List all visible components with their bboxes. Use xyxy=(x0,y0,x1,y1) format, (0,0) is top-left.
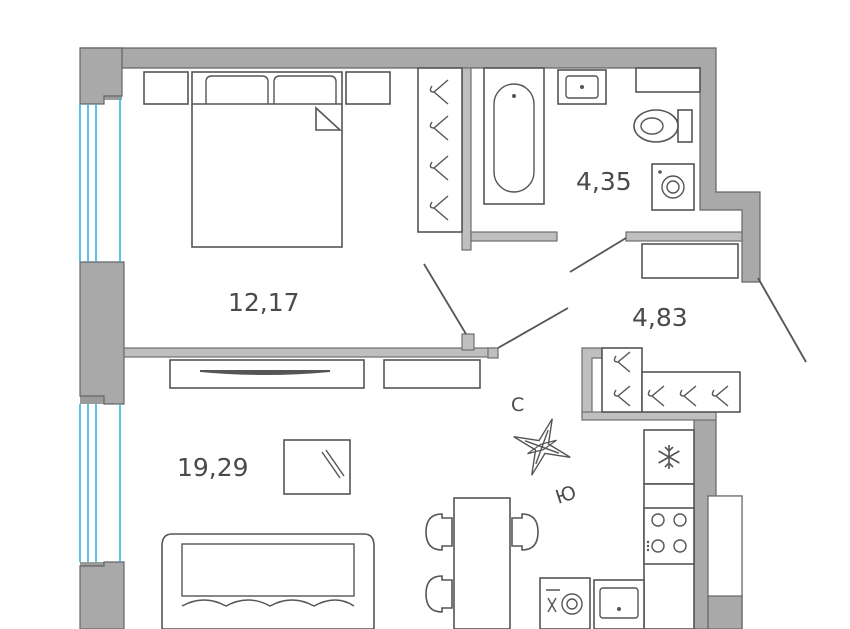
sofa-back xyxy=(181,543,355,597)
stove-burner-4 xyxy=(673,539,687,553)
hanger-4 xyxy=(429,195,449,221)
bed-blanket-fold xyxy=(315,106,343,131)
wardrobe-hall xyxy=(601,347,741,413)
wall-hall-wardrobe-bottom xyxy=(581,411,717,421)
hanger-hall-3 xyxy=(647,385,665,407)
bed-pillow-right xyxy=(273,75,337,104)
stove-burner-1 xyxy=(651,513,665,527)
bathtub xyxy=(483,67,545,205)
wall-bath-bottom-right xyxy=(625,231,743,242)
windows xyxy=(79,98,121,562)
hanger-1 xyxy=(429,79,449,105)
wardrobe-bedroom-frame xyxy=(417,67,463,233)
hanger-hall-2 xyxy=(613,385,631,407)
bathroom-fixtures xyxy=(483,67,739,279)
wall-door-jamb xyxy=(461,333,475,351)
left-pillar-notch-top xyxy=(79,47,123,105)
wall-hall-wardrobe xyxy=(581,347,603,417)
compass-rose-icon xyxy=(513,418,571,476)
wall-wardrobe-left xyxy=(461,67,472,251)
wall-bath-bottom xyxy=(470,231,558,242)
chair-right-1 xyxy=(511,513,539,551)
compass-south-label: Ю xyxy=(553,481,579,508)
washing-machine xyxy=(651,163,695,211)
stove-burner-2 xyxy=(673,513,687,527)
shelf-bathroom xyxy=(635,67,701,93)
kitchen-sink-bowl xyxy=(599,587,639,619)
kitchen xyxy=(539,429,695,629)
wall-bedroom-living xyxy=(123,347,497,358)
coffee-table-glare xyxy=(321,449,345,479)
living-area-label: 19,29 xyxy=(177,453,249,482)
kitchen-sink-drain xyxy=(617,607,621,611)
wardrobe-hall-frame-bottom xyxy=(641,371,741,413)
door-bathroom-leaf xyxy=(569,237,627,273)
bathroom-sink-bowl xyxy=(565,75,599,99)
hanger-hall-5 xyxy=(711,385,729,407)
door-entrance-leaf xyxy=(757,277,807,363)
bathtub-inner xyxy=(493,83,535,193)
sofa xyxy=(161,533,375,629)
nightstand-right xyxy=(345,71,391,105)
compass-north-label: С xyxy=(511,394,524,416)
hanger-hall-1 xyxy=(613,351,631,373)
washing-machine-drum xyxy=(661,175,685,199)
door-bedroom-leaf xyxy=(423,263,467,335)
coffee-table xyxy=(283,439,351,495)
wall-kitchen-right-end xyxy=(707,595,743,629)
tv xyxy=(200,370,330,375)
chair-left-1 xyxy=(425,513,453,551)
toilet xyxy=(633,109,693,143)
hanger-3 xyxy=(429,155,449,181)
wardrobe-hall-frame-top xyxy=(601,347,643,413)
doors xyxy=(423,237,807,363)
toilet-bowl xyxy=(633,109,679,143)
sofa-cushions xyxy=(181,599,355,607)
bed-pillow-left xyxy=(205,75,269,104)
dishwasher-drum xyxy=(561,593,583,615)
nightstand-left xyxy=(143,71,189,105)
wardrobe-bedroom xyxy=(417,67,463,233)
hall-area-label: 4,83 xyxy=(632,303,688,332)
toilet-tank xyxy=(677,109,693,143)
toilet-seat xyxy=(640,117,664,135)
hanger-hall-4 xyxy=(679,385,697,407)
dishwasher-drum-inner xyxy=(566,598,578,610)
dresser xyxy=(383,359,481,389)
door-living-leaf xyxy=(497,307,569,349)
hanger-2 xyxy=(429,115,449,141)
bedroom-area-label: 12,17 xyxy=(228,288,300,317)
washing-machine-body xyxy=(651,163,695,211)
dining-table xyxy=(453,497,511,629)
washing-machine-drum-inner xyxy=(666,180,680,194)
left-pillar-notch-bottom xyxy=(79,561,125,629)
stove-knobs xyxy=(646,540,650,552)
bathtub-drain xyxy=(512,94,516,98)
bed xyxy=(191,71,343,248)
bathroom-sink-tap xyxy=(580,85,584,89)
bedroom-furniture xyxy=(143,71,391,248)
snowflake-icon xyxy=(658,445,680,469)
chair-left-2 xyxy=(425,575,453,613)
sofa-body xyxy=(161,533,375,629)
shelf-hall xyxy=(641,243,739,279)
left-pillar-notch-mid xyxy=(79,261,125,405)
bathroom-area-label: 4,35 xyxy=(576,167,632,196)
wall-door-jamb-right xyxy=(487,347,499,359)
living-furniture xyxy=(161,359,539,629)
stove-burner-3 xyxy=(651,539,665,553)
washing-machine-knob xyxy=(658,170,662,174)
stove xyxy=(643,507,695,565)
dishwasher-handle xyxy=(546,589,560,613)
